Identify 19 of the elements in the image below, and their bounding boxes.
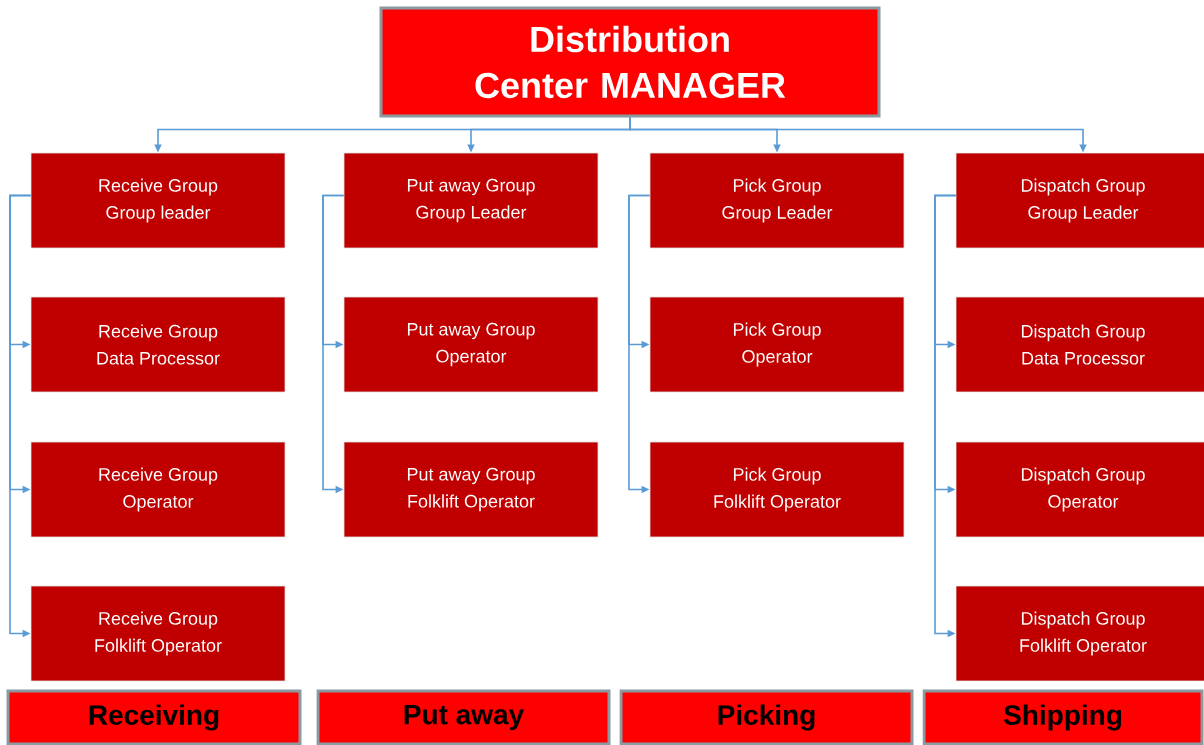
role-box: Put away Group Group Leader [343, 152, 599, 249]
stage-band: Picking [619, 689, 914, 745]
role-box: Pick Group Group Leader [649, 152, 905, 249]
role-box: Receive Group Group leader [30, 152, 286, 249]
role-box: Dispatch Group Group Leader [955, 152, 1204, 249]
stage-band: Shipping [922, 689, 1204, 745]
role-box: Dispatch Group Folklift Operator [955, 585, 1204, 682]
role-box: Put away Group Operator [343, 296, 599, 393]
role-box: Receive Group Operator [30, 441, 286, 538]
role-box: Dispatch Group Operator [955, 441, 1204, 538]
role-box: Pick Group Folklift Operator [649, 441, 905, 538]
role-box: Dispatch Group Data Processor [955, 296, 1204, 393]
stage-band: Put away [316, 689, 611, 745]
role-box: Receive Group Data Processor [30, 296, 286, 393]
stage-band: Receiving [6, 689, 302, 745]
role-box: Receive Group Folklift Operator [30, 585, 286, 682]
role-box: Put away Group Folklift Operator [343, 441, 599, 538]
title-box: Distribution Center MANAGER [379, 6, 881, 118]
role-box: Pick Group Operator [649, 296, 905, 393]
